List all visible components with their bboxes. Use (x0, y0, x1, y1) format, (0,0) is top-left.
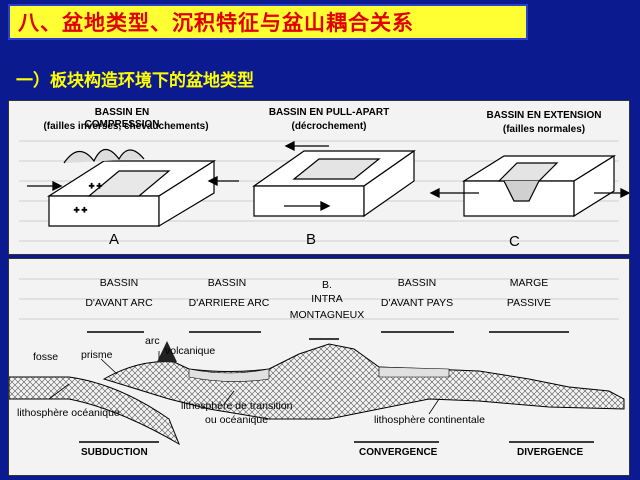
slide-subtitle: 一）板块构造环境下的盆地类型 (16, 71, 254, 91)
pull-apart-subtitle: (décrochement) (291, 121, 367, 132)
fosse-label: fosse (33, 351, 59, 363)
block-diagrams-svg: + + + + (19, 140, 629, 242)
svg-text:+ +: + + (74, 205, 87, 215)
basin-label-3-line3: MONTAGNEUX (289, 309, 365, 321)
compression-subtitle: (failles inverses, chevauchements) (43, 121, 209, 132)
subduction-label: SUBDUCTION (81, 447, 148, 458)
prisme-label: prisme (81, 349, 113, 361)
basin-label-2-line1: BASSIN (207, 277, 247, 289)
basin-label-3-line2: INTRA (311, 293, 343, 305)
litho-oceanique-label: lithosphère océanique (17, 407, 120, 419)
basin-label-1-line1: BASSIN (99, 277, 139, 289)
basin-label-4-line1: BASSIN (397, 277, 437, 289)
plate-tectonic-cross-section-panel: BASSIN D'AVANT ARC BASSIN D'ARRIERE ARC … (8, 258, 630, 476)
divergence-label: DIVERGENCE (517, 447, 584, 458)
basin-type-diagrams-panel: + ++ + BASSIN EN COMPRES (8, 100, 630, 255)
diagram-letter-a: A (109, 231, 120, 248)
compression-block: + + + + (46, 148, 217, 228)
litho-continentale-label: lithosphère continentale (374, 414, 485, 426)
extension-title: BASSIN EN EXTENSION (486, 110, 602, 121)
pull-apart-title: BASSIN EN PULL-APART (268, 107, 390, 118)
diagram-letter-b: B (306, 231, 317, 248)
basin-label-2-line2: D'ARRIERE ARC (188, 297, 270, 309)
extension-subtitle: (failles normales) (502, 124, 586, 135)
pull-apart-block (252, 149, 416, 218)
litho-transition-label-2: ou océanique (205, 414, 269, 426)
basin-label-5-line2: PASSIVE (506, 297, 552, 309)
convergence-label: CONVERGENCE (359, 447, 438, 458)
volcanique-label: volcanique (165, 345, 216, 357)
basin-label-1-line2: D'AVANT ARC (85, 297, 153, 309)
basin-label-4-line2: D'AVANT PAYS (380, 297, 454, 309)
diagram-letter-c: C (509, 233, 520, 250)
svg-text:+ +: + + (89, 181, 102, 191)
title-bar: 八、盆地类型、沉积特征与盆山耦合关系 (8, 4, 528, 40)
basin-label-5-line1: MARGE (509, 277, 549, 289)
extension-block (461, 154, 617, 218)
basin-label-3-line1: B. (322, 279, 332, 291)
cross-section-svg (9, 278, 625, 446)
compression-title: BASSIN EN COMPRESSION (84, 107, 160, 130)
litho-transition-label-1: lithosphère de transition (181, 400, 293, 412)
slide-title: 八、盆地类型、沉积特征与盆山耦合关系 (18, 10, 414, 35)
arc-label: arc (145, 335, 160, 347)
